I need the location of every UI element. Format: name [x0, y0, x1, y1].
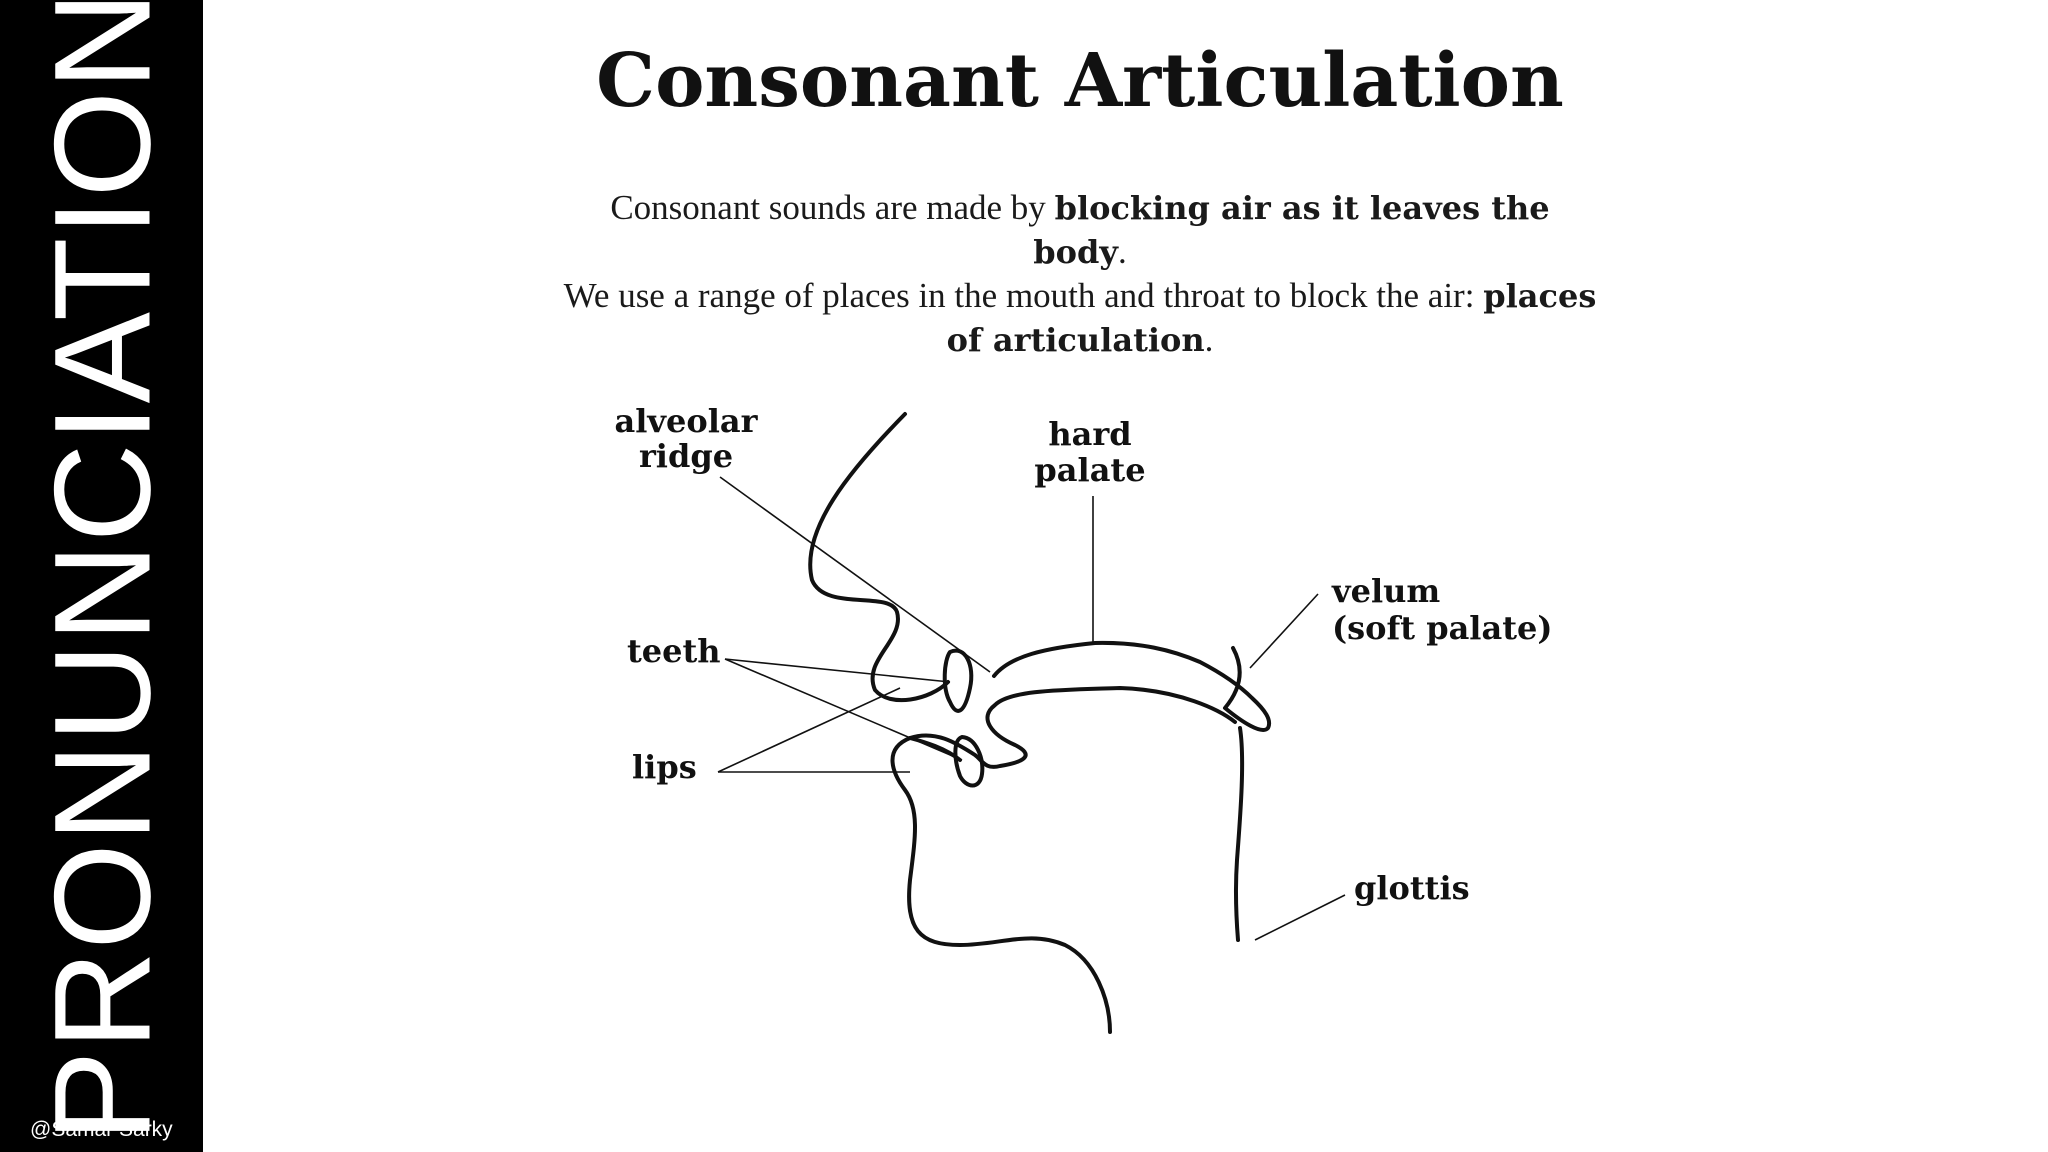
- sidebar: PRONUNCIATION @Samar Sarky: [0, 0, 203, 1152]
- lower-tooth: [953, 735, 985, 788]
- intro-text-3: We use a range of places in the mouth an…: [563, 276, 1484, 315]
- leader-alveolar: [719, 476, 991, 673]
- leader-glottis: [1254, 894, 1346, 941]
- pharynx-wall: [1233, 726, 1245, 942]
- label-alveolar: alveolar: [615, 402, 759, 440]
- leader-velum: [1249, 593, 1319, 669]
- label-soft-palate: (soft palate): [1332, 609, 1552, 647]
- intro-text-2: .: [1117, 232, 1127, 271]
- diagram-labels: alveolar ridge hard palate velum (soft p…: [615, 402, 1553, 907]
- label-hard: hard: [1048, 415, 1131, 453]
- author-credit: @Samar Sarky: [30, 1118, 173, 1141]
- label-glottis: glottis: [1354, 869, 1470, 907]
- leader-teeth-upper: [724, 658, 951, 683]
- face-profile: [808, 412, 950, 703]
- intro-text: Consonant sounds are made by blocking ai…: [560, 186, 1600, 362]
- label-velum: velum: [1331, 572, 1440, 610]
- label-lips: lips: [632, 748, 697, 786]
- upper-tooth: [942, 648, 974, 713]
- leader-teeth-lower: [724, 658, 963, 761]
- slide-title: Consonant Articulation: [596, 38, 1564, 124]
- tongue-throat: [890, 686, 1237, 1034]
- intro-text-1: Consonant sounds are made by: [610, 188, 1055, 227]
- intro-bold-2: places of articulation: [946, 277, 1597, 359]
- leader-lips-upper: [717, 687, 901, 773]
- leader-lines: [717, 476, 1346, 941]
- label-teeth: teeth: [627, 632, 721, 670]
- vocal-tract-outline: [808, 412, 1272, 1034]
- label-ridge: ridge: [639, 437, 733, 475]
- label-palate: palate: [1034, 451, 1145, 489]
- intro-text-4: .: [1204, 320, 1214, 359]
- palate-line: [992, 640, 1272, 732]
- intro-bold-1: blocking air as it leaves the body: [1033, 189, 1550, 271]
